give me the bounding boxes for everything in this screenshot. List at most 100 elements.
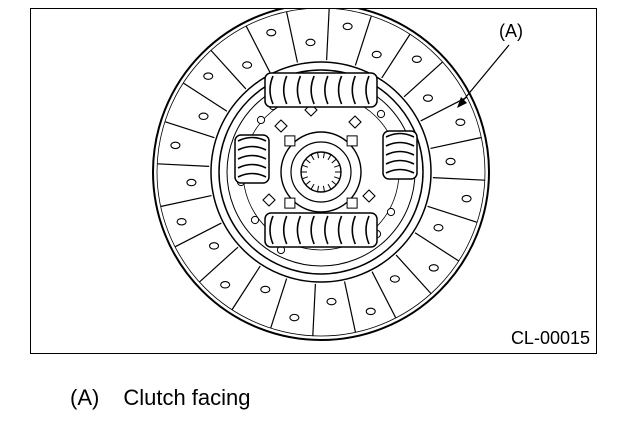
facing-groove xyxy=(231,265,261,311)
facing-groove xyxy=(432,176,485,181)
facing-groove xyxy=(414,232,460,262)
facing-rivet xyxy=(365,307,376,316)
facing-rivet xyxy=(186,178,197,187)
spring-coil xyxy=(282,215,288,245)
facing-rivet xyxy=(389,275,400,283)
facing-rivet xyxy=(203,72,214,80)
spring-coil xyxy=(269,215,274,245)
facing-groove xyxy=(395,254,432,295)
spring-coil xyxy=(385,132,415,138)
figure-code: CL-00015 xyxy=(510,328,590,348)
legend: (A) Clutch facing xyxy=(70,385,251,411)
hub-hole xyxy=(256,115,266,125)
spring-coil xyxy=(324,75,329,105)
facing-rivet xyxy=(455,118,466,127)
callout-label-a: (A) xyxy=(499,21,523,41)
hub-spline xyxy=(317,185,320,192)
hub-diamond-window xyxy=(362,189,376,203)
clutch-disc-drawing xyxy=(152,9,510,341)
spring-coil xyxy=(337,215,343,245)
facing-rivet xyxy=(422,94,434,102)
callout-arrowhead xyxy=(457,97,467,108)
facing-groove xyxy=(245,25,271,73)
facing-rivet xyxy=(461,194,472,203)
hub-hole xyxy=(386,207,396,217)
spring-window xyxy=(264,212,378,248)
spring-coil xyxy=(365,215,370,245)
spring-coil xyxy=(337,75,343,105)
facing-rivet xyxy=(433,223,444,232)
hub-spline xyxy=(310,154,315,161)
facing-rivet xyxy=(326,297,337,306)
spring-coil xyxy=(365,75,370,105)
spring-coil xyxy=(310,75,315,105)
facing-rivet xyxy=(170,141,181,150)
spring-coil xyxy=(351,215,357,245)
hub-tab xyxy=(284,135,296,147)
hub-spline xyxy=(317,152,320,159)
hub-spline xyxy=(310,183,315,190)
hub-spline xyxy=(327,154,332,161)
facing-groove xyxy=(210,49,247,90)
facing-groove xyxy=(430,136,482,150)
facing-groove xyxy=(182,82,228,112)
spring-window xyxy=(264,72,378,108)
spring-coil xyxy=(324,215,329,245)
spring-coil xyxy=(385,141,415,147)
facing-rivet xyxy=(371,50,382,59)
facing-groove xyxy=(343,281,357,333)
hub-spline xyxy=(331,158,337,164)
callout-leader-line xyxy=(460,44,510,104)
hub-diamond-window xyxy=(348,115,362,129)
spring-coil xyxy=(351,75,357,105)
facing-rivet xyxy=(445,157,456,166)
spring-coil xyxy=(237,154,267,160)
spring-coil xyxy=(237,136,267,142)
hub-spline xyxy=(302,176,309,180)
hub-spline xyxy=(305,180,311,186)
damper-spring-left xyxy=(234,134,270,184)
facing-groove xyxy=(174,222,222,248)
facing-rivet xyxy=(242,61,253,69)
callout-leader xyxy=(457,44,510,108)
spring-coil xyxy=(237,163,267,169)
hub-diamond-window xyxy=(274,119,288,133)
damper-spring-right xyxy=(382,130,418,180)
hub-spline xyxy=(305,158,311,164)
spring-coil xyxy=(296,215,302,245)
facing-groove xyxy=(164,121,215,139)
hub-spline xyxy=(333,164,340,168)
spring-coil xyxy=(237,172,267,178)
facing-rivet xyxy=(198,112,209,121)
spring-coil xyxy=(385,150,415,156)
facing-groove xyxy=(325,9,330,61)
facing-rivet xyxy=(176,217,187,226)
facing-groove xyxy=(285,11,299,63)
hub-spline xyxy=(331,180,337,186)
hub-tab xyxy=(346,197,358,209)
hub-spline xyxy=(322,185,325,192)
legend-text: Clutch facing xyxy=(123,385,251,410)
facing-rivet xyxy=(411,55,422,63)
facing-rivet xyxy=(266,28,277,37)
spring-coil xyxy=(269,75,274,105)
facing-rivet xyxy=(289,313,300,322)
hub-tab xyxy=(284,197,296,209)
hub-hole xyxy=(376,109,386,119)
facing-groove xyxy=(381,33,411,79)
damper-springs xyxy=(234,72,418,248)
facing-rivet xyxy=(342,22,353,31)
facing-groove xyxy=(420,96,468,122)
spring-coil xyxy=(310,215,315,245)
facing-rivet xyxy=(428,264,439,272)
facing-groove xyxy=(371,271,397,319)
facing-groove xyxy=(198,246,239,283)
facing-groove xyxy=(270,278,288,329)
damper-spring-top xyxy=(264,72,378,108)
damper-spring-bottom xyxy=(264,212,378,248)
spring-coil xyxy=(296,75,302,105)
facing-groove xyxy=(160,194,212,208)
spring-coil xyxy=(385,159,415,165)
hub-hole xyxy=(250,215,260,225)
facing-groove xyxy=(312,283,317,336)
